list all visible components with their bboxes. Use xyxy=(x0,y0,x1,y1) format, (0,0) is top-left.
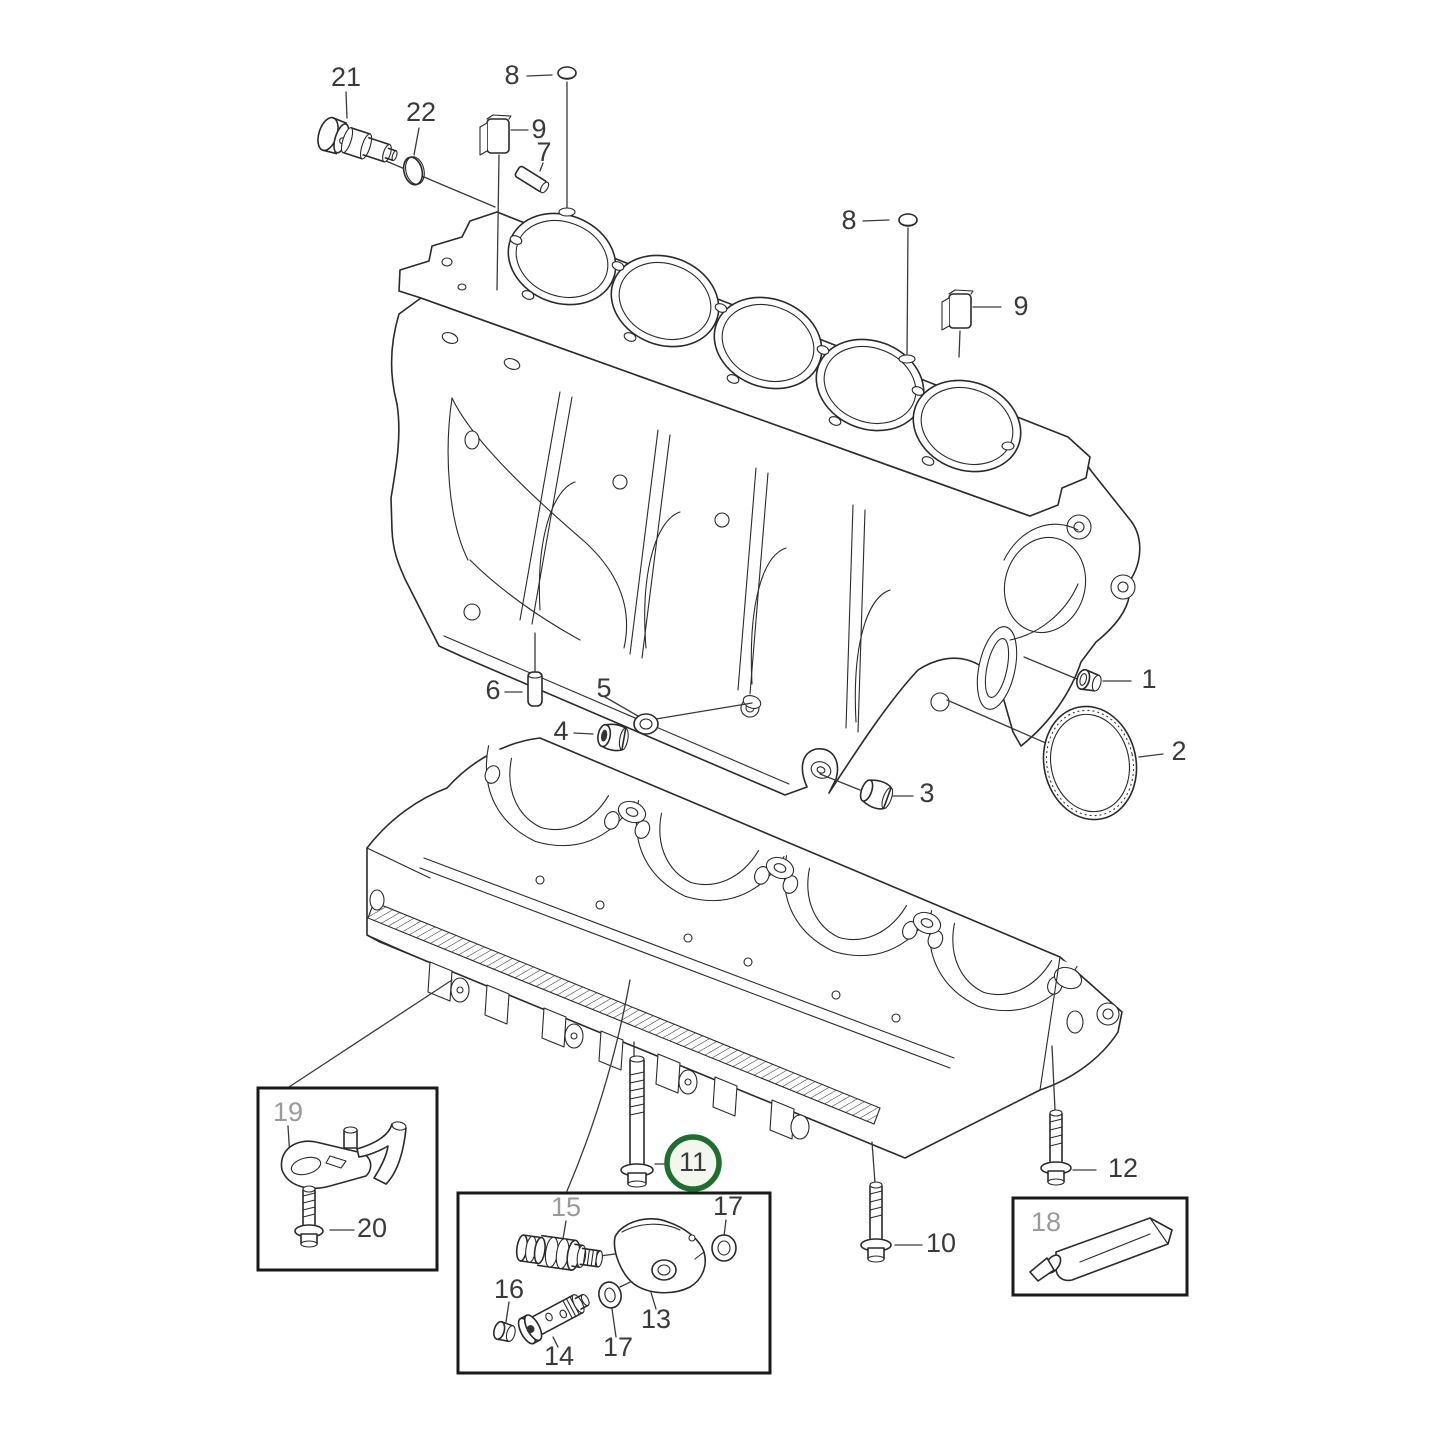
engine-block-drawing xyxy=(390,211,1141,796)
part-21-plug xyxy=(317,116,398,163)
callout-10[interactable]: 10 xyxy=(926,1228,956,1258)
part-7-dowel-pin xyxy=(514,165,550,194)
block-face-holes xyxy=(441,332,950,779)
part-8-cap-plug-left xyxy=(557,66,577,80)
deck-bolt-holes xyxy=(441,235,1015,466)
callout-19[interactable]: 19 xyxy=(273,1097,303,1127)
inset-box-sealant xyxy=(1011,1196,1189,1297)
callout-16[interactable]: 16 xyxy=(494,1274,524,1304)
part-2-seal-ring xyxy=(1042,705,1138,821)
callout-7[interactable]: 7 xyxy=(536,137,551,167)
callout-14[interactable]: 14 xyxy=(544,1341,574,1371)
bedplate-drawing xyxy=(366,737,1123,1159)
highlight-ring xyxy=(664,1134,722,1192)
callout-5[interactable]: 5 xyxy=(596,673,611,703)
part-22-oring xyxy=(402,156,425,186)
callout-2[interactable]: 2 xyxy=(1171,736,1186,766)
part-12-bolt xyxy=(1040,1109,1072,1186)
callout-15[interactable]: 15 xyxy=(551,1192,581,1222)
callout-11[interactable]: 11 xyxy=(679,1147,707,1177)
callout-21[interactable]: 21 xyxy=(331,62,361,92)
part-9-clip-left xyxy=(479,114,512,156)
callout-8a[interactable]: 8 xyxy=(504,60,519,90)
callout-13[interactable]: 13 xyxy=(641,1304,671,1334)
callout-3[interactable]: 3 xyxy=(919,778,934,808)
callout-9a[interactable]: 9 xyxy=(531,114,546,144)
part-5-washer xyxy=(633,713,659,735)
part-9-clip-right xyxy=(941,289,974,331)
timing-end-details xyxy=(976,514,1136,710)
callout-17b[interactable]: 17 xyxy=(603,1332,633,1362)
callout-22[interactable]: 22 xyxy=(406,97,436,127)
callout-18[interactable]: 18 xyxy=(1031,1207,1061,1237)
part-11-bolt xyxy=(620,1055,654,1188)
part-17-seal-mid xyxy=(598,1281,622,1309)
callout-4[interactable]: 4 xyxy=(553,716,568,746)
callout-9b[interactable]: 9 xyxy=(1013,291,1028,321)
part-1-plug xyxy=(1076,668,1102,692)
inset-box-oil-valve xyxy=(456,1191,772,1375)
callout-6[interactable]: 6 xyxy=(485,675,500,705)
part-17-seal-top xyxy=(711,1234,737,1262)
part-8-cap-plug-right xyxy=(898,213,918,227)
callout-1[interactable]: 1 xyxy=(1141,664,1156,694)
part-20-bolt xyxy=(294,1185,324,1248)
bedplate-right-end xyxy=(535,875,1120,1091)
part-3-plug xyxy=(859,779,894,810)
callout-labels: 21 22 8 9 7 8 9 1 2 3 4 5 6 10 12 19 20 … xyxy=(273,60,1187,1371)
part-16-plug xyxy=(493,1320,516,1343)
cylinder-bores xyxy=(507,212,1022,473)
front-ribs xyxy=(443,391,891,785)
part-19-oil-nozzle xyxy=(280,1121,407,1190)
callout-17a[interactable]: 17 xyxy=(713,1191,743,1221)
callout-20[interactable]: 20 xyxy=(357,1213,387,1243)
highlighted-callout-11[interactable]: 11 xyxy=(664,1134,722,1192)
part-10-bolt xyxy=(860,1181,892,1263)
leader-lines xyxy=(287,74,1164,1348)
part-6-dowel xyxy=(527,671,543,707)
part-13-housing xyxy=(613,1218,706,1294)
callout-8b[interactable]: 8 xyxy=(841,205,856,235)
part-18-sealant-tube xyxy=(1029,1217,1173,1282)
callout-12[interactable]: 12 xyxy=(1108,1153,1138,1183)
part-15-valve xyxy=(515,1234,603,1271)
part-14-tube-bolt xyxy=(517,1293,590,1345)
inset-box-oil-nozzle xyxy=(256,1086,439,1272)
bedplate-bosses xyxy=(617,800,1083,990)
part-4-plug xyxy=(597,723,629,752)
